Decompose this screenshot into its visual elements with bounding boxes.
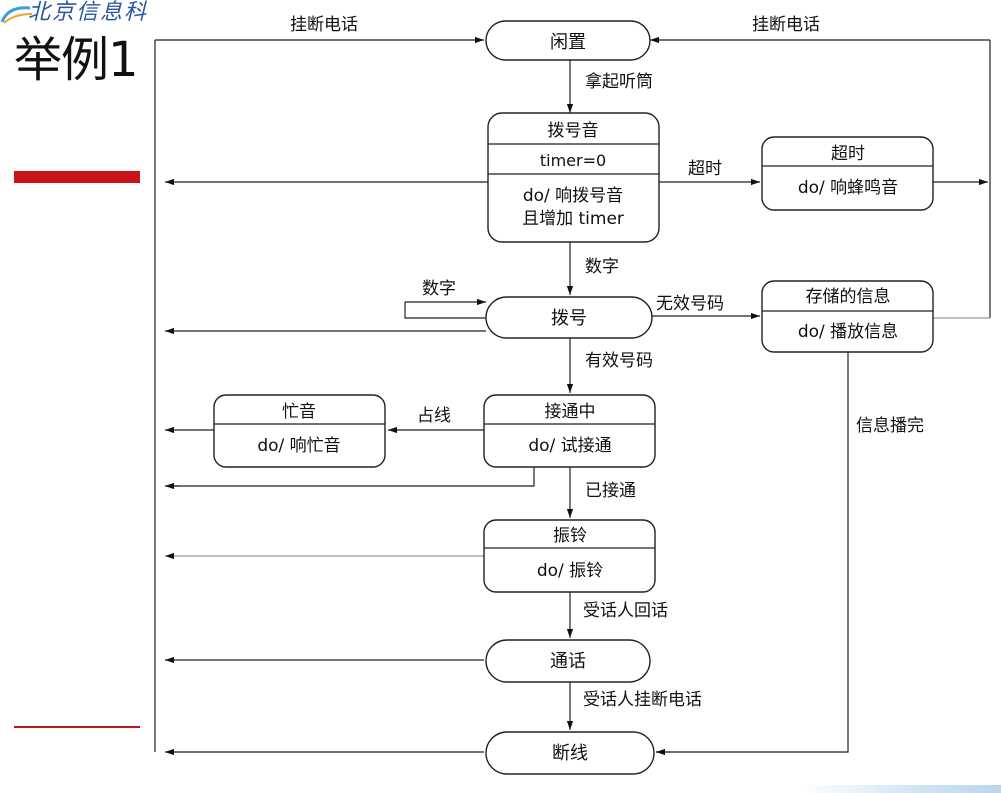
label-callee-answers: 受话人回话: [583, 601, 668, 621]
label-hangup-left: 挂断电话: [290, 15, 358, 35]
state-dialtone-action-2: 且增加 timer: [522, 209, 624, 229]
state-dialing-label: 拨号: [551, 308, 587, 329]
state-ringing: 振铃 do/ 振铃: [483, 519, 656, 593]
state-recorded-label: 存储的信息: [806, 287, 891, 307]
state-ringing-action: do/ 振铃: [537, 561, 603, 581]
state-talking: 通话: [485, 639, 651, 683]
label-callee-hangs-up: 受话人挂断电话: [583, 690, 702, 710]
logo: 北京信息科: [0, 0, 240, 26]
state-dialtone-attr: timer=0: [540, 151, 606, 170]
label-digit-down: 数字: [585, 257, 619, 277]
state-idle: 闲置: [485, 20, 651, 61]
red-accent-bar: [14, 171, 140, 183]
label-digit-self: 数字: [422, 279, 456, 299]
state-recorded-message: 存储的信息 do/ 播放信息: [761, 280, 934, 353]
state-dialtone-label: 拨号音: [548, 121, 599, 141]
state-timeout-action: do/ 响蜂鸣音: [798, 178, 898, 198]
logo-swoosh-icon: [0, 6, 33, 24]
state-timeout-label: 超时: [831, 144, 865, 164]
state-dialtone: 拨号音 timer=0 do/ 响拨号音 且增加 timer: [487, 112, 660, 243]
digit-self-loop: [404, 302, 486, 319]
state-dialing: 拨号: [485, 296, 653, 339]
label-timeout: 超时: [688, 159, 722, 179]
message-done-line: [656, 352, 849, 753]
state-connecting-label: 接通中: [545, 402, 596, 422]
state-recorded-action: do/ 播放信息: [798, 322, 898, 342]
state-timeout: 超时 do/ 响蜂鸣音: [761, 136, 934, 211]
label-pickup: 拿起听筒: [585, 71, 653, 92]
state-idle-label: 闲置: [550, 32, 586, 53]
logo-text: 北京信息科: [28, 0, 149, 25]
state-dialtone-action-1: do/ 响拨号音: [523, 186, 623, 206]
label-hangup-right: 挂断电话: [752, 15, 820, 35]
state-talking-label: 通话: [550, 651, 586, 672]
label-connected: 已接通: [585, 481, 636, 501]
bottom-accent: [801, 785, 1001, 793]
label-invalid-number: 无效号码: [656, 294, 724, 314]
red-accent-line: [14, 726, 140, 728]
state-busy: 忙音 do/ 响忙音: [213, 394, 386, 468]
state-connecting: 接通中 do/ 试接通: [483, 394, 656, 468]
label-message-done: 信息播完: [856, 416, 924, 436]
slide-title: 举例1: [14, 32, 139, 88]
state-busy-action: do/ 响忙音: [257, 436, 340, 456]
state-connecting-action: do/ 试接通: [528, 436, 611, 456]
connecting-to-bus-line: [165, 467, 535, 487]
state-busy-label: 忙音: [282, 402, 316, 422]
state-disconnected: 断线: [485, 731, 655, 775]
label-valid-number: 有效号码: [585, 351, 653, 371]
label-busy-line: 占线: [417, 406, 451, 426]
state-ringing-label: 振铃: [553, 526, 587, 546]
state-disconnected-label: 断线: [552, 743, 588, 764]
